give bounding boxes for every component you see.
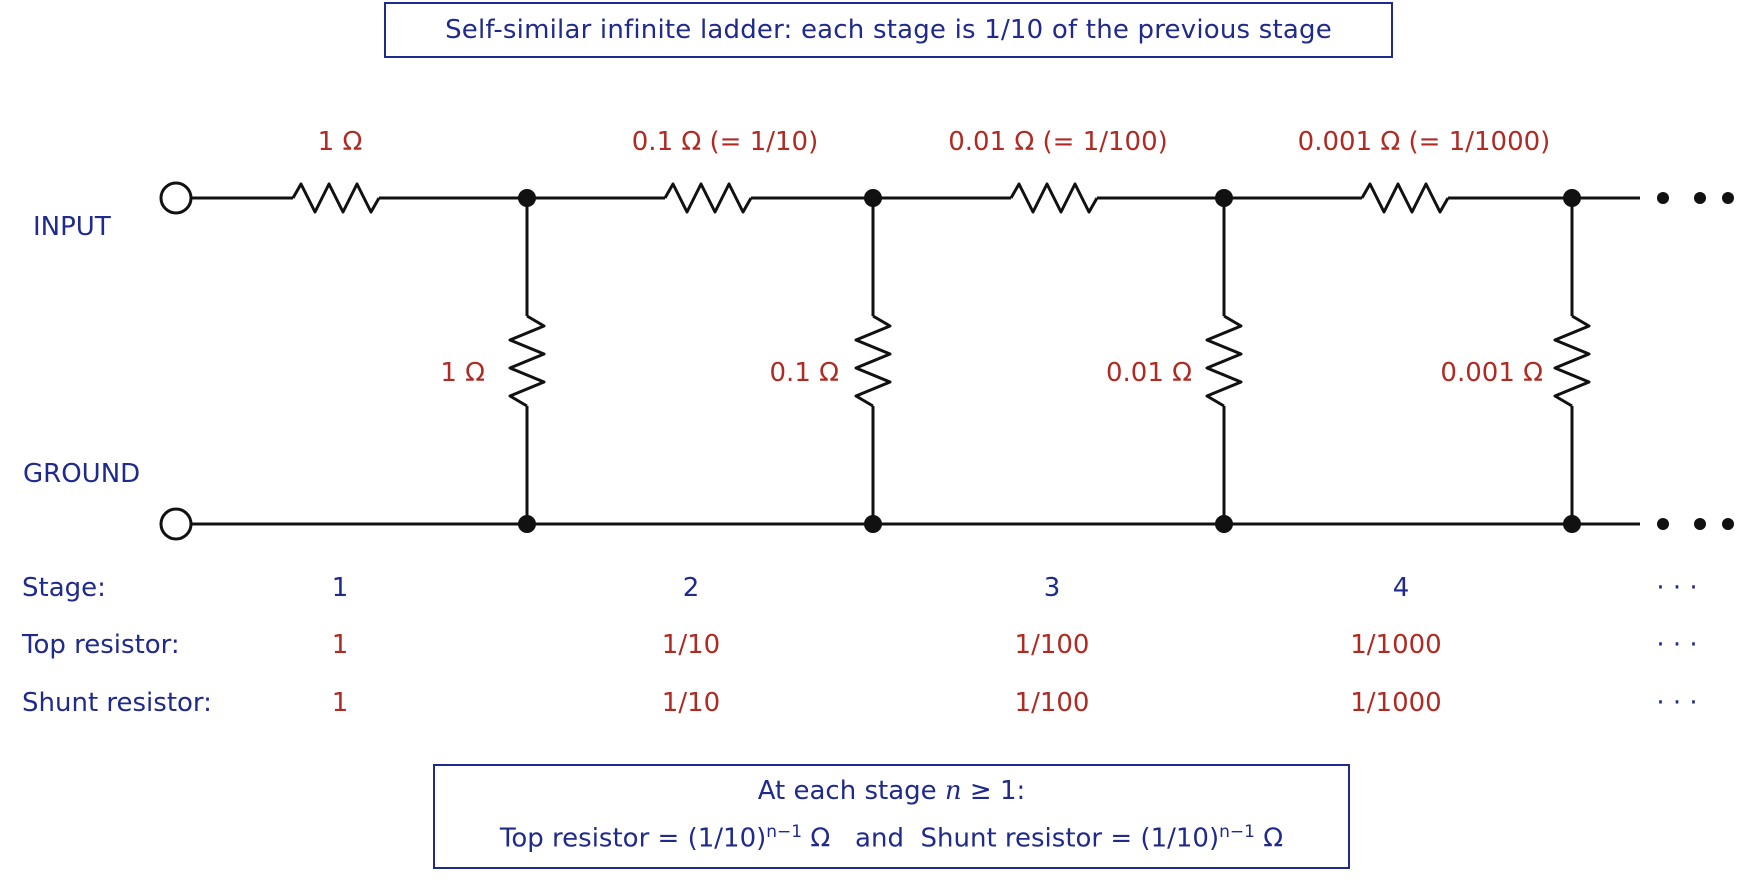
table-cell: 1: [331, 630, 349, 660]
shunt-resistor-label-1: 1 Ω: [440, 358, 485, 388]
shunt-resistor-1: [508, 314, 546, 408]
top-formula-unit: Ω: [802, 823, 831, 854]
table-cell: 1/100: [1014, 688, 1090, 718]
shunt-formula-prefix: Shunt resistor = (1/10): [920, 823, 1220, 854]
ground-continuation-dots: [1657, 518, 1734, 530]
table-cell: 2: [682, 573, 700, 603]
top-formula-exponent: n−1: [766, 822, 803, 842]
table-cell: 3: [1043, 573, 1061, 603]
top-resistor-label-3: 0.01 Ω (= 1/100): [948, 127, 1168, 157]
table-cell: 1/1000: [1350, 688, 1442, 718]
table-cell: 1/10: [661, 630, 721, 660]
input-label: INPUT: [33, 212, 111, 242]
figure-title: Self-similar infinite ladder: each stage…: [384, 2, 1393, 58]
ground-terminal: [159, 507, 193, 541]
shunt-formula-unit: Ω: [1254, 823, 1284, 854]
top-resistor-4: [1360, 182, 1450, 214]
junction-node: [1563, 515, 1581, 533]
table-cell: 1: [331, 688, 349, 718]
table-row-label: Stage:: [22, 573, 106, 603]
shunt-resistor-2: [854, 314, 892, 408]
ladder-circuit: INPUT GROUND 1 Ω 0.1 Ω (= 1/10) 0.01 Ω (…: [23, 127, 1734, 541]
top-resistor-label-4: 0.001 Ω (= 1/1000): [1298, 127, 1551, 157]
table-cell: 1/10: [661, 688, 721, 718]
table-cell: 1/1000: [1350, 630, 1442, 660]
shunt-formula-exponent: n−1: [1219, 822, 1255, 842]
top-resistor-3: [1009, 182, 1099, 214]
formula-expression: Top resistor = (1/10)n−1 Ω and Shunt res…: [435, 822, 1348, 854]
top-resistor-2: [663, 182, 753, 214]
table-cell: 1/100: [1014, 630, 1090, 660]
top-resistor-label-1: 1 Ω: [318, 127, 363, 157]
junction-node: [1215, 189, 1233, 207]
top-formula-prefix: Top resistor = (1/10): [499, 823, 767, 854]
junction-node: [864, 515, 882, 533]
formula-joiner: and: [855, 823, 904, 854]
input-terminal: [159, 181, 193, 215]
formula-heading: At each stage n ≥ 1:: [435, 776, 1348, 806]
shunt-resistor-label-2: 0.1 Ω: [770, 358, 839, 388]
formula-box: At each stage n ≥ 1: Top resistor = (1/1…: [433, 764, 1350, 869]
shunt-resistor-label-4: 0.001 Ω: [1440, 358, 1543, 388]
junction-node: [864, 189, 882, 207]
table-tail-ellipsis: · · ·: [1656, 688, 1698, 718]
junction-node: [1215, 515, 1233, 533]
table-row-label: Shunt resistor:: [22, 688, 212, 718]
top-resistor-label-2: 0.1 Ω (= 1/10): [632, 127, 818, 157]
table-cell: 1: [331, 573, 349, 603]
junction-node: [1563, 189, 1581, 207]
table-tail-ellipsis: · · ·: [1656, 573, 1698, 603]
table-row-label: Top resistor:: [22, 630, 180, 660]
formula-heading-prefix: At each stage: [757, 776, 945, 806]
shunt-resistor-label-3: 0.01 Ω: [1106, 358, 1192, 388]
top-continuation-dots: [1657, 192, 1734, 204]
shunt-resistor-4: [1553, 314, 1591, 408]
table-tail-ellipsis: · · ·: [1656, 630, 1698, 660]
table-cell: 4: [1392, 573, 1410, 603]
formula-heading-suffix: ≥ 1:: [961, 776, 1026, 806]
ground-label: GROUND: [23, 459, 140, 489]
formula-variable: n: [944, 776, 962, 806]
top-resistor-1: [291, 182, 381, 214]
junction-node: [518, 189, 536, 207]
shunt-resistor-3: [1205, 314, 1243, 408]
junction-node: [518, 515, 536, 533]
